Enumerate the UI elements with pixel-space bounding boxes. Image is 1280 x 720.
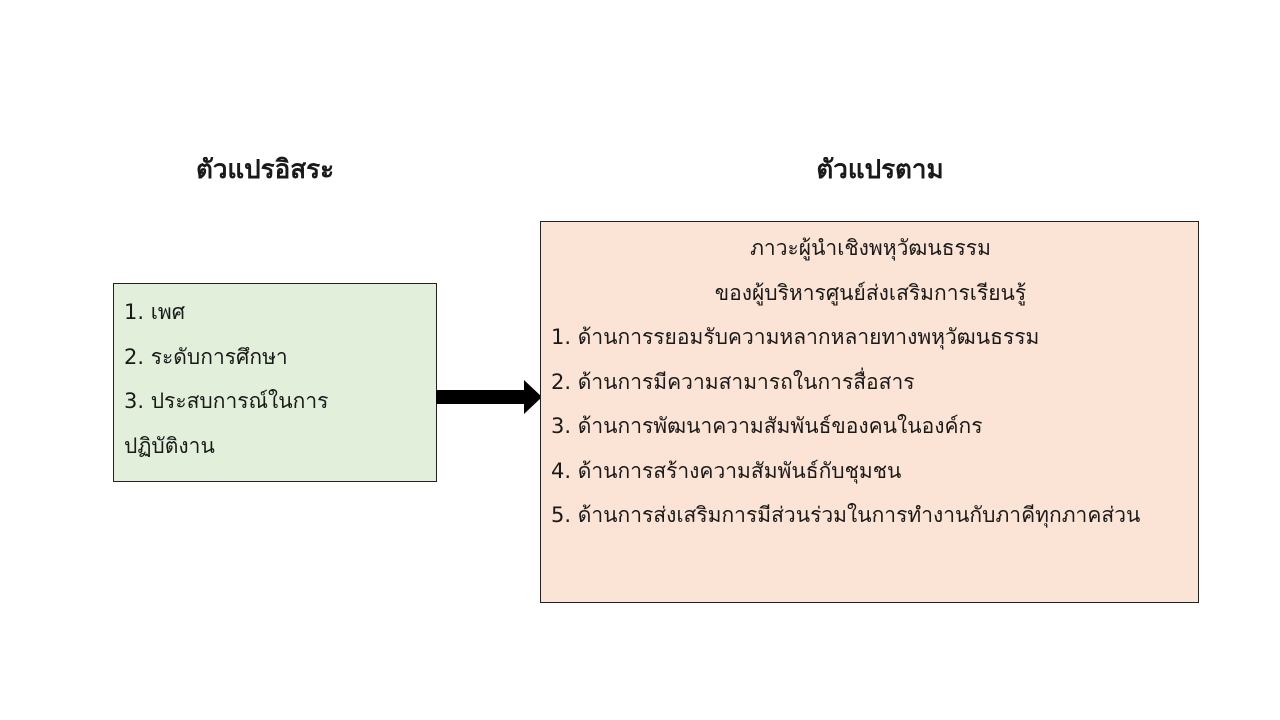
dependent-title-line-2: ของผู้บริหารศูนย์ส่งเสริมการเรียนรู้	[714, 280, 1027, 305]
dependent-item-4: 4. ด้านการสร้างความสัมพันธ์กับชุมชน	[551, 458, 902, 483]
dependent-item-1: 1. ด้านการรยอมรับความหลากหลายทางพหุวัฒนธ…	[551, 325, 1040, 349]
dependent-variable-box: ภาวะผู้นำเชิงพหุวัฒนธรรม ของผู้บริหารศูน…	[540, 221, 1199, 603]
independent-item-3: 3. ประสบการณ์ในการ	[124, 389, 329, 413]
dependent-item-3: 3. ด้านการพัฒนาความสัมพันธ์ของคนในองค์กร	[551, 414, 983, 438]
dependent-item-2: 2. ด้านการมีความสามารถในการสื่อสาร	[551, 369, 915, 394]
arrow-head	[524, 380, 542, 414]
dependent-title-line-1: ภาวะผู้นำเชิงพหุวัฒนธรรม	[750, 236, 991, 260]
independent-item-1: 1. เพศ	[124, 300, 186, 324]
independent-variable-box: 1. เพศ 2. ระดับการศึกษา 3. ประสบการณ์ในก…	[113, 283, 437, 482]
arrow-shaft	[436, 390, 524, 404]
independent-variable-heading: ตัวแปรอิสระ	[195, 155, 335, 185]
independent-item-3-continued: ปฏิบัติงาน	[124, 433, 215, 458]
independent-item-2: 2. ระดับการศึกษา	[124, 344, 288, 369]
dependent-variable-heading: ตัวแปรตาม	[816, 155, 944, 185]
right-arrow-icon	[436, 380, 542, 414]
dependent-item-5: 5. ด้านการส่งเสริมการมีส่วนร่วมในการทำงา…	[551, 503, 1141, 527]
